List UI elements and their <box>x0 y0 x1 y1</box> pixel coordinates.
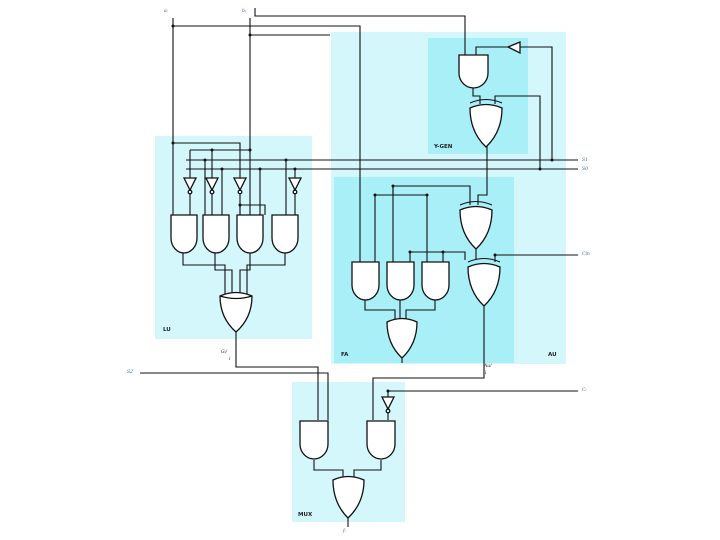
au-label: AU <box>548 352 557 358</box>
lu-or-gate-curve <box>219 295 253 300</box>
wire-a-to-fa <box>173 25 361 262</box>
wire-s2-mux <box>300 372 329 420</box>
pin-s2-label: S2 <box>127 369 133 375</box>
wire-mux-and1-or <box>313 460 344 477</box>
fa-xor-gate-1 <box>459 205 493 250</box>
au-output-sub: i <box>485 370 487 376</box>
wire-au-to-mux <box>372 305 485 420</box>
junction-dot <box>373 193 377 197</box>
junction-dot <box>386 389 390 393</box>
wire-lu-to-mux <box>235 328 319 420</box>
lu-or-gate <box>219 291 253 333</box>
junction-dot <box>220 167 224 171</box>
fa-or-gate <box>386 317 418 359</box>
lu-and-gate-3 <box>236 214 264 254</box>
junction-dot <box>258 167 262 171</box>
ygen-xor-gate <box>469 103 503 148</box>
mux-inverter-bubble <box>385 408 391 414</box>
wire-and2-or <box>214 252 233 298</box>
wire-lu-a <box>173 142 241 178</box>
lu-inverter-3-bubble <box>237 189 243 195</box>
fa-and-gate-3 <box>421 261 450 301</box>
wire-s0-ygen <box>494 95 541 169</box>
junction-dot <box>493 253 497 257</box>
fa-xor-2-extra-curve <box>467 257 501 263</box>
fa-and-gate-1 <box>351 261 380 301</box>
mux-and-gate-2 <box>366 420 396 460</box>
wire-b-to-ygen <box>254 8 466 55</box>
pin-cin-label: Cin <box>582 251 590 257</box>
pin-out-label: fᵢ <box>342 528 346 534</box>
junction-dot <box>293 167 297 171</box>
junction-dot <box>408 250 412 254</box>
lu-inverter-4-icon <box>287 177 303 192</box>
junction-dot <box>171 24 175 28</box>
junction-dot <box>210 148 214 152</box>
pin-b-label: bᵢ <box>242 8 246 14</box>
junction-dot <box>171 141 175 145</box>
mux-inverter-icon <box>380 396 396 411</box>
lu-inverter-3-icon <box>232 177 248 192</box>
wire-fa-cin1 <box>410 251 466 260</box>
fa-xor-1-extra-curve <box>459 200 493 206</box>
junction-dot <box>238 203 242 207</box>
wire-mux-and2-or <box>353 460 382 477</box>
mux-or-gate <box>332 475 365 519</box>
lu-inverter-1-bubble <box>187 189 193 195</box>
wire-s1-ygen <box>520 46 553 160</box>
lu-output-sub: i <box>229 356 231 362</box>
junction-dots <box>171 24 554 393</box>
lu-output-label: Gᵢ/ <box>221 349 228 355</box>
junction-dot <box>538 167 542 171</box>
lu-inverter-2-bubble <box>209 189 215 195</box>
lu-inverter-1-icon <box>182 177 198 192</box>
wire-ygen-out <box>477 142 488 205</box>
fa-and-gate-2 <box>386 261 415 301</box>
junction-dot <box>550 158 554 162</box>
pin-s1-label: S1 <box>582 157 588 163</box>
lu-inverter-2-icon <box>204 177 220 192</box>
junction-dot <box>391 184 395 188</box>
junction-dot <box>248 33 252 37</box>
pin-s0-label: S0 <box>582 166 588 172</box>
wire-and4-or <box>246 252 286 298</box>
ygen-label: Y-GEN <box>433 144 453 150</box>
wire-fa-and3-or <box>405 300 436 320</box>
wire-lu-mid2 <box>240 204 266 215</box>
pin-a-label: aᵢ <box>164 9 168 14</box>
junction-dot <box>441 250 445 254</box>
ygen-and-gate <box>458 54 489 89</box>
junction-dot <box>203 158 207 162</box>
lu-inverter-4-bubble <box>292 189 298 195</box>
junction-dot <box>248 148 252 152</box>
mux-and-gate-1 <box>299 420 329 460</box>
wire-and1-or <box>182 252 226 298</box>
fa-label: FA <box>341 352 349 358</box>
wire-ygen-in <box>475 46 508 55</box>
lu-and-gate-2 <box>202 214 230 254</box>
fa-xor-gate-2 <box>467 262 501 307</box>
lu-label: LU <box>163 327 171 333</box>
au-output-label: Au/ <box>483 363 492 369</box>
wire-and3-or <box>239 252 251 298</box>
lu-and-gate-1 <box>170 214 198 254</box>
junction-dot <box>284 158 288 162</box>
wire-fa-and1-or <box>364 300 396 320</box>
pin-cout-label: Cᵢ <box>582 387 586 393</box>
ygen-buffer-icon <box>506 41 521 55</box>
ygen-xor-extra-curve <box>469 98 503 104</box>
lu-and-gate-4 <box>271 214 299 254</box>
junction-dot <box>425 193 429 197</box>
mux-label: MUX <box>298 512 313 518</box>
